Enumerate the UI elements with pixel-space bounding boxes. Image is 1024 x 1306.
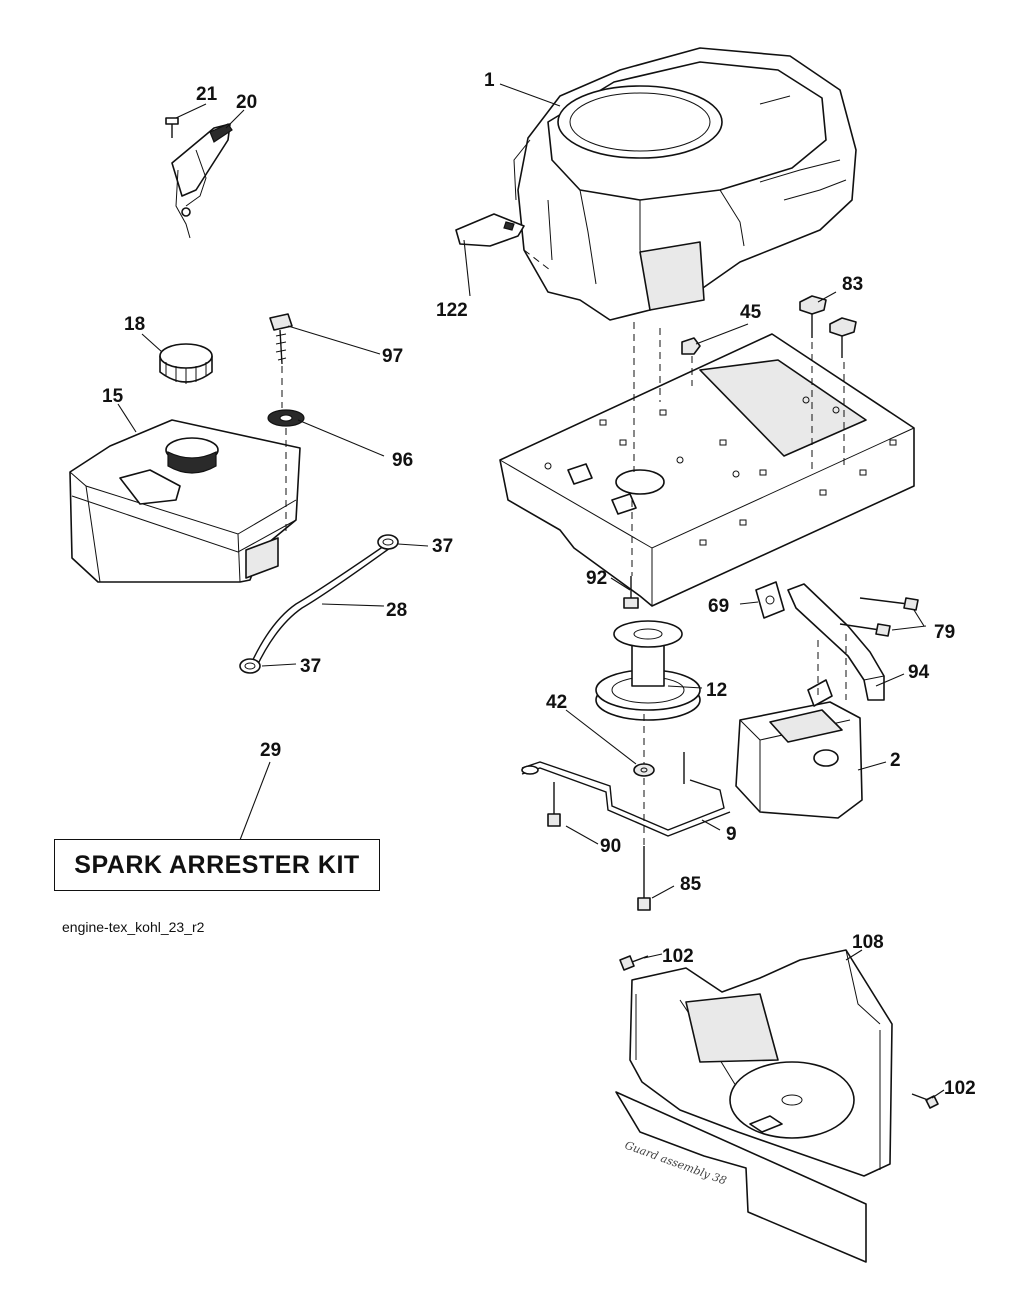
diagram-file-name: engine-tex_kohl_23_r2 — [62, 919, 205, 935]
throttle-screw-part — [165, 117, 179, 138]
callout-28: 28 — [386, 600, 407, 621]
callout-102-lower: 102 — [944, 1078, 976, 1099]
spark-arrester-kit-label: SPARK ARRESTER KIT — [74, 850, 360, 879]
callout-90: 90 — [600, 836, 621, 857]
fuel-hose-28-part — [249, 545, 391, 669]
callout-20: 20 — [236, 92, 257, 113]
callout-37-upper: 37 — [432, 536, 453, 557]
hose-clamp-37-lower-part — [239, 658, 261, 674]
callout-15: 15 — [102, 386, 124, 407]
callout-69: 69 — [708, 596, 729, 617]
screws-79-part — [839, 597, 919, 637]
screw-102-lower-part — [911, 1093, 939, 1109]
pulley-part — [595, 620, 701, 721]
callout-108: 108 — [852, 932, 884, 953]
callout-122: 122 — [436, 300, 468, 321]
callout-79: 79 — [934, 622, 955, 643]
callout-83: 83 — [842, 274, 863, 295]
muffler-part — [735, 679, 863, 819]
callout-96: 96 — [392, 450, 413, 471]
gasket-69-part — [755, 581, 785, 619]
engine-bracket-part — [455, 213, 525, 247]
alignment-lines — [281, 249, 847, 846]
callout-18: 18 — [124, 314, 145, 335]
callout-97: 97 — [382, 346, 403, 367]
callout-12: 12 — [706, 680, 727, 701]
engine-mounting-plate-part — [499, 333, 915, 607]
screw-97-part — [269, 313, 293, 365]
callout-9: 9 — [726, 824, 737, 845]
spark-arrester-kit-box: SPARK ARRESTER KIT — [54, 839, 380, 891]
bolts-83-part — [799, 295, 857, 358]
callout-85: 85 — [680, 874, 702, 895]
washer-96-part — [267, 409, 305, 427]
callout-45: 45 — [740, 302, 762, 323]
callout-102-upper: 102 — [662, 946, 694, 967]
fuel-cap-part — [159, 343, 213, 384]
callout-1: 1 — [484, 70, 495, 91]
rod-9-part — [521, 752, 731, 837]
callout-21: 21 — [196, 84, 218, 105]
nut-45-part — [681, 337, 701, 355]
leader-lines — [117, 83, 945, 1099]
callout-29: 29 — [260, 740, 281, 761]
washer-42-part — [633, 763, 655, 777]
screw-102-upper-part — [619, 955, 649, 971]
bolt-85-part — [637, 846, 651, 911]
guard-assembly-part: Guard assembly 38 — [615, 949, 893, 1263]
callout-94: 94 — [908, 662, 930, 683]
exhaust-pipe-94-part — [787, 583, 885, 701]
bolt-90-part — [547, 782, 561, 827]
throttle-control-part — [171, 123, 233, 239]
callouts: 1 20 21 122 45 83 18 97 15 96 37 28 37 9… — [102, 70, 976, 1099]
hose-clamp-37-upper-part — [377, 534, 399, 550]
engine-part — [513, 47, 857, 321]
bolt-92-part — [623, 576, 639, 609]
callout-2: 2 — [890, 750, 901, 771]
callout-37-lower: 37 — [300, 656, 321, 677]
callout-92: 92 — [586, 568, 607, 589]
fuel-tank-part — [69, 419, 301, 583]
callout-42: 42 — [546, 692, 567, 713]
